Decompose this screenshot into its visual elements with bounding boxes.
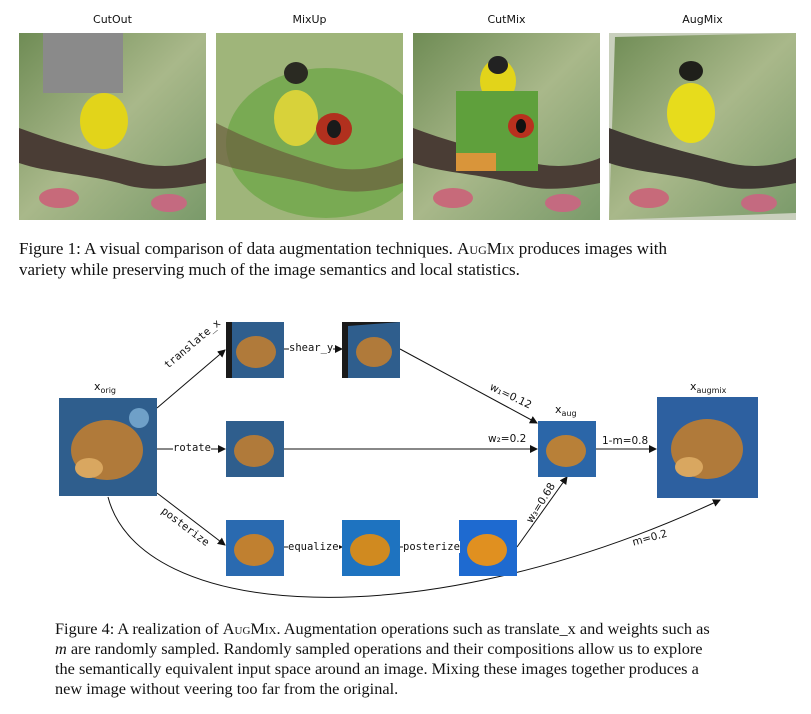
one-minus-m-label: 1-m=0.8	[602, 435, 649, 447]
caption-text: variety while preserving much of the ima…	[19, 260, 520, 279]
caption-text: new image without veering too far from t…	[55, 679, 399, 698]
w2-label: w₂=0.2	[488, 433, 527, 445]
caption-m: m	[55, 639, 67, 658]
translate-x-image	[226, 322, 284, 378]
caption-text: Figure 1: A visual comparison of data au…	[19, 239, 458, 258]
x-orig-label: xorig	[94, 380, 116, 395]
x-aug-image	[538, 421, 596, 477]
panel-title-mixup: MixUp	[292, 13, 327, 26]
posterize-image-1	[226, 520, 284, 576]
x-aug-base: x	[555, 403, 562, 416]
shear-y-label: shear_y	[289, 342, 334, 354]
x-orig-sub: orig	[100, 386, 116, 396]
x-augmix-base: x	[690, 380, 697, 393]
x-aug-sub: aug	[561, 409, 577, 419]
caption-text: . Augmentation operations such as transl…	[276, 619, 710, 638]
x-orig-base: x	[94, 380, 101, 393]
figure-1-caption: Figure 1: A visual comparison of data au…	[19, 238, 809, 280]
cutout-image	[19, 33, 206, 220]
x-augmix-image	[657, 397, 758, 498]
figure-4-caption: Figure 4: A realization of AugMix. Augme…	[55, 619, 811, 699]
posterize-image-2	[459, 520, 517, 576]
panel-title-augmix: AugMix	[682, 13, 723, 26]
x-augmix-sub: augmix	[696, 386, 727, 396]
rotate-label: rotate	[173, 442, 211, 454]
caption-text: the semantically equivalent input space …	[55, 659, 699, 678]
rotate-image	[226, 421, 284, 477]
x-augmix-label: xaugmix	[690, 380, 726, 395]
caption-augmix: AugMix	[222, 619, 277, 638]
caption-text: Figure 4: A realization of	[55, 619, 223, 638]
mixup-image	[216, 33, 403, 220]
caption-text: are randomly sampled. Randomly sampled o…	[66, 639, 703, 658]
equalize-label: equalize	[288, 541, 339, 553]
panel-title-cutout: CutOut	[93, 13, 132, 26]
equalize-image	[342, 520, 400, 576]
shear-y-image	[342, 322, 400, 378]
caption-augmix: AugMix	[457, 239, 515, 258]
panel-title-cutmix: CutMix	[487, 13, 526, 26]
caption-text: produces images with	[514, 239, 668, 258]
x-aug-label: xaug	[555, 403, 577, 418]
augmix-image	[609, 33, 796, 220]
posterize-label-2: posterize	[403, 541, 460, 553]
x-orig-image	[59, 398, 157, 496]
cutmix-image	[413, 33, 600, 220]
